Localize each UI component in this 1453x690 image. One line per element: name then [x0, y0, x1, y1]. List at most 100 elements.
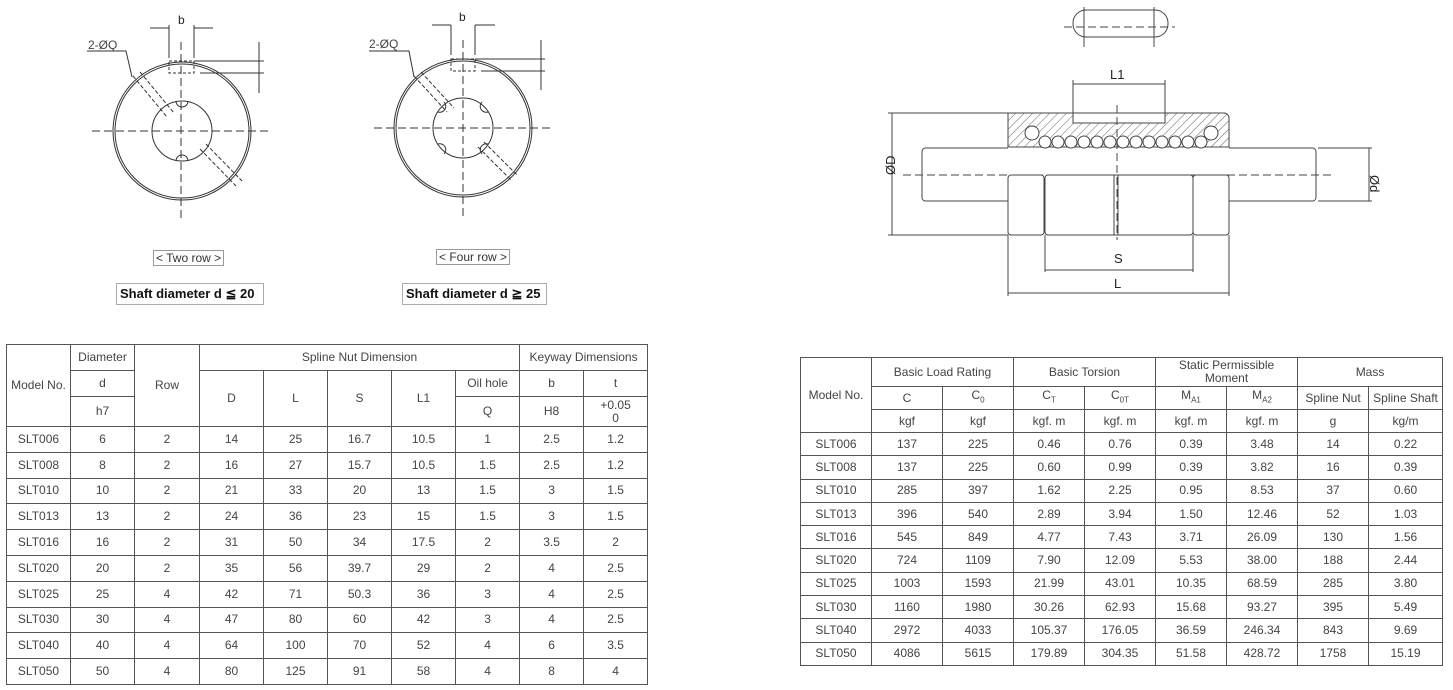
header-keyway: Keyway Dimensions [519, 344, 649, 371]
l1-label: L1 [1110, 67, 1124, 82]
value-cell: 2 [454, 554, 521, 582]
value-cell: 1.5 [454, 477, 521, 505]
header-oil-hole: Oil hole [454, 370, 521, 397]
two-row-cross-section [87, 25, 272, 220]
header-b: b [519, 370, 585, 397]
value-cell: 540 [942, 501, 1014, 527]
header-L1: L1 [391, 370, 456, 427]
model-cell: SLT025 [6, 580, 71, 608]
header-spline-nut: Spline Nut [1297, 386, 1370, 410]
value-cell: 0.22 [1368, 431, 1444, 457]
value-cell: 3 [519, 477, 585, 505]
value-cell: 20 [327, 477, 392, 505]
header-spline-shaft: Spline Shaft [1368, 386, 1444, 410]
value-cell: 179.89 [1013, 641, 1085, 666]
value-cell: 4 [583, 658, 649, 685]
tolerance-upper: +0.05 [600, 397, 631, 412]
value-cell: 93.27 [1225, 595, 1299, 620]
value-cell: 100 [263, 632, 328, 660]
value-cell: 3.48 [1225, 431, 1299, 457]
model-cell: SLT013 [6, 503, 71, 531]
header-diameter: Diameter [70, 344, 135, 371]
value-cell: 137 [871, 455, 943, 480]
value-cell: 15.68 [1155, 595, 1227, 620]
model-cell: SLT010 [6, 477, 71, 505]
value-cell: 68.59 [1225, 571, 1299, 597]
value-cell: 849 [942, 525, 1014, 550]
value-cell: 31 [199, 529, 264, 556]
header-row: Row [134, 344, 200, 427]
value-cell: 36.59 [1155, 618, 1227, 643]
value-cell: 1980 [942, 595, 1014, 620]
header-model: Model No. [800, 357, 872, 433]
value-cell: 13 [391, 477, 456, 505]
value-cell: 42 [199, 580, 264, 608]
model-cell: SLT008 [6, 451, 71, 479]
value-cell: 176.05 [1084, 618, 1156, 643]
value-cell: 1.5 [583, 503, 649, 531]
value-cell: 4.77 [1013, 525, 1085, 550]
value-cell: 52 [1297, 501, 1370, 527]
header-t: t [583, 370, 649, 397]
model-cell: SLT040 [6, 632, 71, 660]
outer-diameter-label: ØD [883, 156, 898, 176]
value-cell: 0.95 [1155, 478, 1227, 503]
value-cell: 50 [70, 658, 135, 685]
value-cell: 16 [199, 451, 264, 479]
value-cell: 38.00 [1225, 548, 1299, 573]
unit-cell: kgf. m [1084, 409, 1156, 433]
value-cell: 10.5 [391, 451, 456, 479]
value-cell: 2 [583, 529, 649, 556]
s-label: S [1114, 251, 1123, 266]
value-cell: 16 [70, 529, 135, 556]
value-cell: 17.5 [391, 529, 456, 556]
value-cell: 1593 [942, 571, 1014, 597]
value-cell: 40 [70, 632, 135, 660]
value-cell: 2.25 [1084, 478, 1156, 503]
value-cell: 1.62 [1013, 478, 1085, 503]
unit-cell: g [1297, 409, 1370, 433]
value-cell: 43.01 [1084, 571, 1156, 597]
value-cell: 130 [1297, 525, 1370, 550]
value-cell: 16 [1297, 455, 1370, 480]
value-cell: 3.94 [1084, 501, 1156, 527]
model-cell: SLT010 [800, 478, 872, 503]
unit-cell: kgf. m [1013, 409, 1085, 433]
value-cell: 71 [263, 580, 328, 608]
value-cell: 64 [199, 632, 264, 660]
value-cell: 2.5 [583, 580, 649, 608]
value-cell: 0.46 [1013, 431, 1085, 457]
header-d: d [70, 370, 135, 397]
value-cell: 2 [134, 426, 200, 453]
value-cell: 428.72 [1225, 641, 1299, 666]
value-cell: 10.35 [1155, 571, 1227, 597]
header-load-rating: Basic Load Rating [871, 357, 1014, 387]
model-cell: SLT030 [800, 595, 872, 620]
value-cell: 2.44 [1368, 548, 1444, 573]
value-cell: 56 [263, 554, 328, 582]
shaft-diameter-label: Ød [1367, 175, 1382, 192]
value-cell: 285 [871, 478, 943, 503]
value-cell: 20 [70, 554, 135, 582]
model-cell: SLT008 [800, 455, 872, 480]
value-cell: 39.7 [327, 554, 392, 582]
header-h7: h7 [70, 396, 135, 427]
value-cell: 2 [134, 554, 200, 582]
header-MA1: MA1 [1155, 386, 1227, 410]
value-cell: 13 [70, 503, 135, 531]
value-cell: 4 [519, 554, 585, 582]
value-cell: 47 [199, 606, 264, 634]
two-row-caption: < Two row > [153, 250, 225, 266]
value-cell: 14 [1297, 431, 1370, 457]
value-cell: 3.82 [1225, 455, 1299, 480]
value-cell: 0.39 [1368, 455, 1444, 480]
value-cell: 1160 [871, 595, 943, 620]
